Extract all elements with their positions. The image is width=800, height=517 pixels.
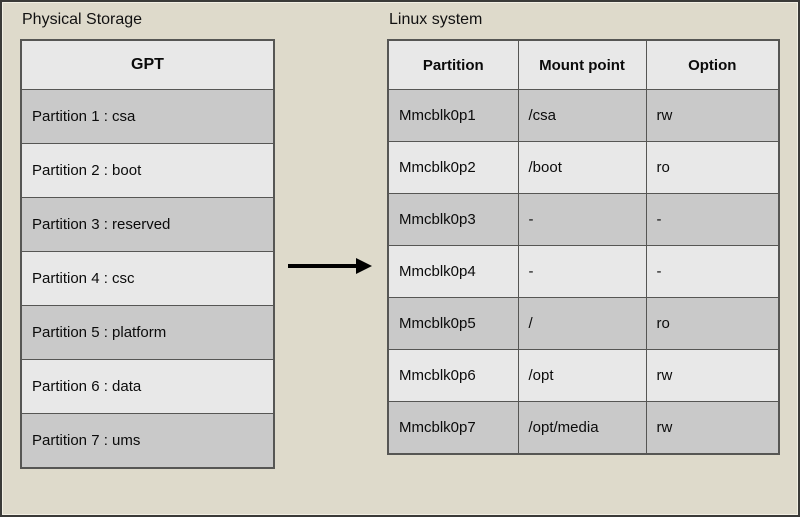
gpt-header-cell: GPT xyxy=(20,39,275,90)
table-row: Mmcblk0p7 /opt/media rw xyxy=(387,401,780,455)
cell-partition: Mmcblk0p5 xyxy=(387,297,519,350)
cell-option: - xyxy=(645,245,780,298)
column-header-option: Option xyxy=(645,39,780,90)
physical-storage-panel: Physical Storage GPT Partition 1 : csa P… xyxy=(20,12,275,469)
partition-label: Partition 2 : boot xyxy=(20,143,275,198)
gpt-partition-table: GPT Partition 1 : csa Partition 2 : boot… xyxy=(20,39,275,469)
cell-option: - xyxy=(645,193,780,246)
linux-mount-table: Partition Mount point Option Mmcblk0p1 /… xyxy=(387,39,780,455)
table-row: Partition 4 : csc xyxy=(20,251,275,306)
table-row: Partition 7 : ums xyxy=(20,413,275,469)
cell-partition: Mmcblk0p7 xyxy=(387,401,519,455)
cell-option: ro xyxy=(645,297,780,350)
cell-mount-point: /boot xyxy=(517,141,647,194)
cell-mount-point: - xyxy=(517,245,647,298)
column-header-mount-point: Mount point xyxy=(517,39,647,90)
partition-label: Partition 7 : ums xyxy=(20,413,275,469)
cell-option: rw xyxy=(645,401,780,455)
partition-label: Partition 1 : csa xyxy=(20,89,275,144)
cell-option: ro xyxy=(645,141,780,194)
cell-mount-point: - xyxy=(517,193,647,246)
table-row: Mmcblk0p2 /boot ro xyxy=(387,141,780,194)
table-row: Mmcblk0p4 - - xyxy=(387,245,780,298)
table-row: Partition 1 : csa xyxy=(20,89,275,144)
table-row: Mmcblk0p3 - - xyxy=(387,193,780,246)
cell-partition: Mmcblk0p2 xyxy=(387,141,519,194)
cell-mount-point: /opt xyxy=(517,349,647,402)
cell-mount-point: /csa xyxy=(517,89,647,142)
column-header-partition: Partition xyxy=(387,39,519,90)
cell-partition: Mmcblk0p3 xyxy=(387,193,519,246)
partition-label: Partition 4 : csc xyxy=(20,251,275,306)
cell-option: rw xyxy=(645,89,780,142)
partition-label: Partition 5 : platform xyxy=(20,305,275,360)
partition-label: Partition 3 : reserved xyxy=(20,197,275,252)
table-row: Partition 5 : platform xyxy=(20,305,275,360)
cell-mount-point: / xyxy=(517,297,647,350)
cell-partition: Mmcblk0p1 xyxy=(387,89,519,142)
linux-system-panel: Linux system Partition Mount point Optio… xyxy=(387,12,780,455)
table-header-row: GPT xyxy=(20,39,275,90)
physical-storage-title: Physical Storage xyxy=(22,11,143,28)
cell-partition: Mmcblk0p4 xyxy=(387,245,519,298)
table-row: Mmcblk0p6 /opt rw xyxy=(387,349,780,402)
partition-label: Partition 6 : data xyxy=(20,359,275,414)
linux-system-title: Linux system xyxy=(389,11,483,28)
arrow-right-icon xyxy=(288,254,372,278)
table-row: Mmcblk0p1 /csa rw xyxy=(387,89,780,142)
cell-partition: Mmcblk0p6 xyxy=(387,349,519,402)
table-header-row: Partition Mount point Option xyxy=(387,39,780,90)
table-row: Partition 3 : reserved xyxy=(20,197,275,252)
table-row: Partition 6 : data xyxy=(20,359,275,414)
cell-mount-point: /opt/media xyxy=(517,401,647,455)
table-row: Mmcblk0p5 / ro xyxy=(387,297,780,350)
cell-option: rw xyxy=(645,349,780,402)
table-row: Partition 2 : boot xyxy=(20,143,275,198)
